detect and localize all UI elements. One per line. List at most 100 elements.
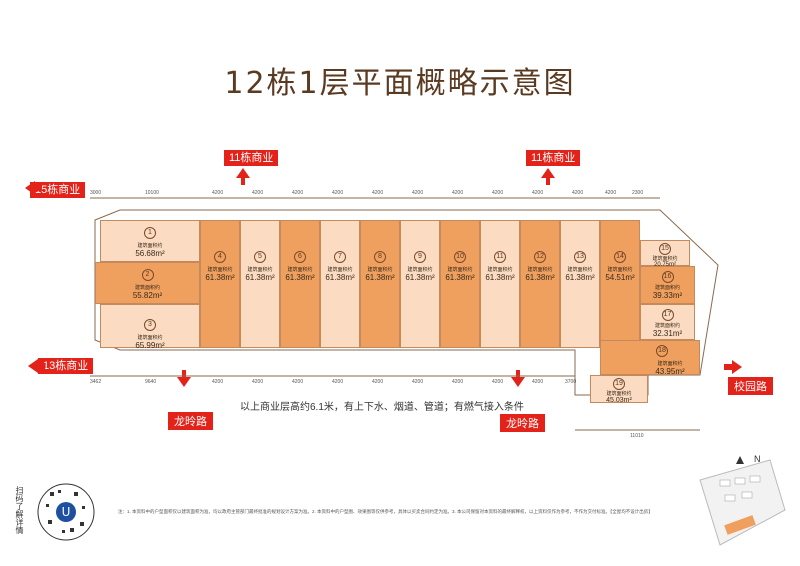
unit-number: 7 bbox=[334, 251, 346, 263]
unit-number: 14 bbox=[614, 251, 626, 263]
unit-7[interactable]: 7 建筑面积约 61.38m² bbox=[320, 220, 360, 348]
unit-6[interactable]: 6 建筑面积约 61.38m² bbox=[280, 220, 320, 348]
floor-height-note: 以上商业层高约6.1米，有上下水、烟道、管道；有燃气接入条件 bbox=[240, 402, 524, 413]
unit-2[interactable]: 2 建筑面积约 55.82m² bbox=[95, 262, 200, 304]
unit-5[interactable]: 5 建筑面积约 61.38m² bbox=[240, 220, 280, 348]
qr-code-block[interactable]: 扫码了解详情 U bbox=[14, 482, 100, 541]
unit-area: 61.38m² bbox=[445, 273, 475, 282]
unit-area-label: 建筑面积约 bbox=[654, 323, 680, 329]
dim-top-13: 4200 bbox=[605, 190, 617, 196]
unit-area: 61.38m² bbox=[325, 273, 355, 282]
dim-top-7: 4200 bbox=[372, 190, 384, 196]
unit-area: 43.95m² bbox=[655, 367, 685, 376]
unit-area: 61.38m² bbox=[205, 273, 235, 282]
unit-area: 61.38m² bbox=[405, 273, 435, 282]
unit-number: 2 bbox=[141, 269, 154, 281]
unit-number: 16 bbox=[661, 271, 674, 283]
road-longling-left: 龙昤路 bbox=[168, 412, 213, 430]
dim-top-5: 4200 bbox=[292, 190, 304, 196]
svg-text:U: U bbox=[62, 505, 71, 519]
unit-area: 65.99m² bbox=[135, 341, 165, 350]
unit-number: 13 bbox=[574, 251, 586, 263]
qr-code-icon: U bbox=[37, 483, 95, 541]
dim-top-4: 4200 bbox=[252, 190, 264, 196]
disclaimer-text: 注：1. 本资料中的户型面积仅以建筑面积为准，均以政府主管部门最终批准的规划设计… bbox=[118, 509, 653, 514]
unit-number: 12 bbox=[534, 251, 546, 263]
arrow-up-icon bbox=[236, 168, 250, 185]
unit-area: 61.38m² bbox=[365, 273, 395, 282]
dim-top-2: 10100 bbox=[145, 190, 159, 196]
dim-top-12: 4200 bbox=[572, 190, 584, 196]
unit-area-label: 建筑面积约 bbox=[287, 267, 313, 273]
dim-bottom-4: 4200 bbox=[252, 379, 264, 385]
unit-area-label: 建筑面积约 bbox=[134, 285, 160, 291]
unit-3[interactable]: 3 建筑面积约 65.99m² bbox=[100, 304, 200, 350]
unit-number: 8 bbox=[374, 251, 386, 263]
dim-bottom-2: 9640 bbox=[145, 379, 157, 385]
unit-number: 18 bbox=[656, 345, 668, 357]
unit-19[interactable]: 19 建筑面积约 45.03m² bbox=[590, 375, 648, 404]
dim-top-10: 4200 bbox=[492, 190, 504, 196]
unit-4[interactable]: 4 建筑面积约 61.38m² bbox=[200, 220, 240, 348]
road-xiaoyuan: 校园路 bbox=[728, 377, 773, 395]
unit-area-label: 建筑面积约 bbox=[487, 267, 513, 273]
dim-bottom-9: 4200 bbox=[452, 379, 464, 385]
arrow-up-icon bbox=[541, 168, 555, 185]
unit-number: 5 bbox=[254, 251, 266, 263]
unit-area: 61.38m² bbox=[525, 273, 555, 282]
unit-number: 19 bbox=[613, 378, 625, 390]
unit-area-label: 建筑面积约 bbox=[207, 267, 233, 273]
dim-top-9: 4200 bbox=[452, 190, 464, 196]
building-13-tag: 13栋商业 bbox=[38, 358, 94, 374]
dim-bottom-12: 3700 bbox=[565, 379, 577, 385]
compass-label: N bbox=[754, 454, 761, 464]
dim-top-14: 2300 bbox=[632, 190, 644, 196]
site-mini-map: N bbox=[690, 450, 790, 550]
unit-area: 61.38m² bbox=[565, 273, 595, 282]
unit-area: 45.03m² bbox=[606, 397, 632, 404]
unit-1[interactable]: 1 建筑面积约 56.68m² bbox=[100, 220, 200, 262]
unit-18[interactable]: 18 建筑面积约 43.95m² bbox=[600, 340, 700, 376]
unit-area-label: 建筑面积约 bbox=[607, 267, 633, 273]
dim-top-8: 4200 bbox=[412, 190, 424, 196]
unit-area-label: 建筑面积约 bbox=[407, 267, 433, 273]
unit-area-label: 建筑面积约 bbox=[527, 267, 553, 273]
dim-top-1: 3000 bbox=[90, 190, 102, 196]
building-15-tag: 15栋商业 bbox=[30, 182, 86, 198]
unit-17[interactable]: 17 建筑面积约 32.31m² bbox=[640, 304, 695, 340]
dim-bottom-3: 4200 bbox=[212, 379, 224, 385]
dim-bottom-6: 4200 bbox=[332, 379, 344, 385]
unit-12[interactable]: 12 建筑面积约 61.38m² bbox=[520, 220, 560, 348]
unit-10[interactable]: 10 建筑面积约 61.38m² bbox=[440, 220, 480, 348]
unit-area: 61.38m² bbox=[285, 273, 315, 282]
unit-area-label: 建筑面积约 bbox=[657, 361, 683, 367]
unit-8[interactable]: 8 建筑面积约 61.38m² bbox=[360, 220, 400, 348]
unit-number: 4 bbox=[214, 251, 226, 263]
unit-number: 1 bbox=[144, 227, 156, 239]
dim-bottom-11: 4200 bbox=[532, 379, 544, 385]
unit-11[interactable]: 11 建筑面积约 61.38m² bbox=[480, 220, 520, 348]
dim-top-11: 4200 bbox=[532, 190, 544, 196]
unit-area: 20.75m² bbox=[653, 262, 676, 268]
unit-area: 54.51m² bbox=[605, 273, 635, 282]
unit-number: 17 bbox=[661, 309, 674, 321]
unit-number: 11 bbox=[494, 251, 506, 263]
qr-caption: 扫码了解详情 bbox=[15, 486, 24, 534]
unit-14[interactable]: 14 建筑面积约 54.51m² bbox=[600, 220, 640, 348]
unit-16[interactable]: 16 建筑面积约 39.33m² bbox=[640, 266, 695, 304]
building-11-right-tag: 11栋商业 bbox=[526, 150, 581, 166]
unit-area-label: 建筑面积约 bbox=[137, 243, 163, 249]
dim-bottom-7: 4200 bbox=[372, 379, 384, 385]
unit-area: 56.68m² bbox=[135, 249, 165, 258]
unit-13[interactable]: 13 建筑面积约 61.38m² bbox=[560, 220, 600, 348]
dim-bottom-5: 4200 bbox=[292, 379, 304, 385]
unit-area-label: 建筑面积约 bbox=[447, 267, 473, 273]
arrow-left-icon bbox=[25, 181, 42, 195]
unit-15[interactable]: 15 建筑面积约 20.75m² bbox=[640, 240, 690, 268]
unit-area-label: 建筑面积约 bbox=[327, 267, 353, 273]
unit-9[interactable]: 9 建筑面积约 61.38m² bbox=[400, 220, 440, 348]
unit-number: 9 bbox=[414, 251, 426, 263]
unit-number: 15 bbox=[659, 243, 671, 255]
unit-number: 10 bbox=[454, 251, 466, 263]
